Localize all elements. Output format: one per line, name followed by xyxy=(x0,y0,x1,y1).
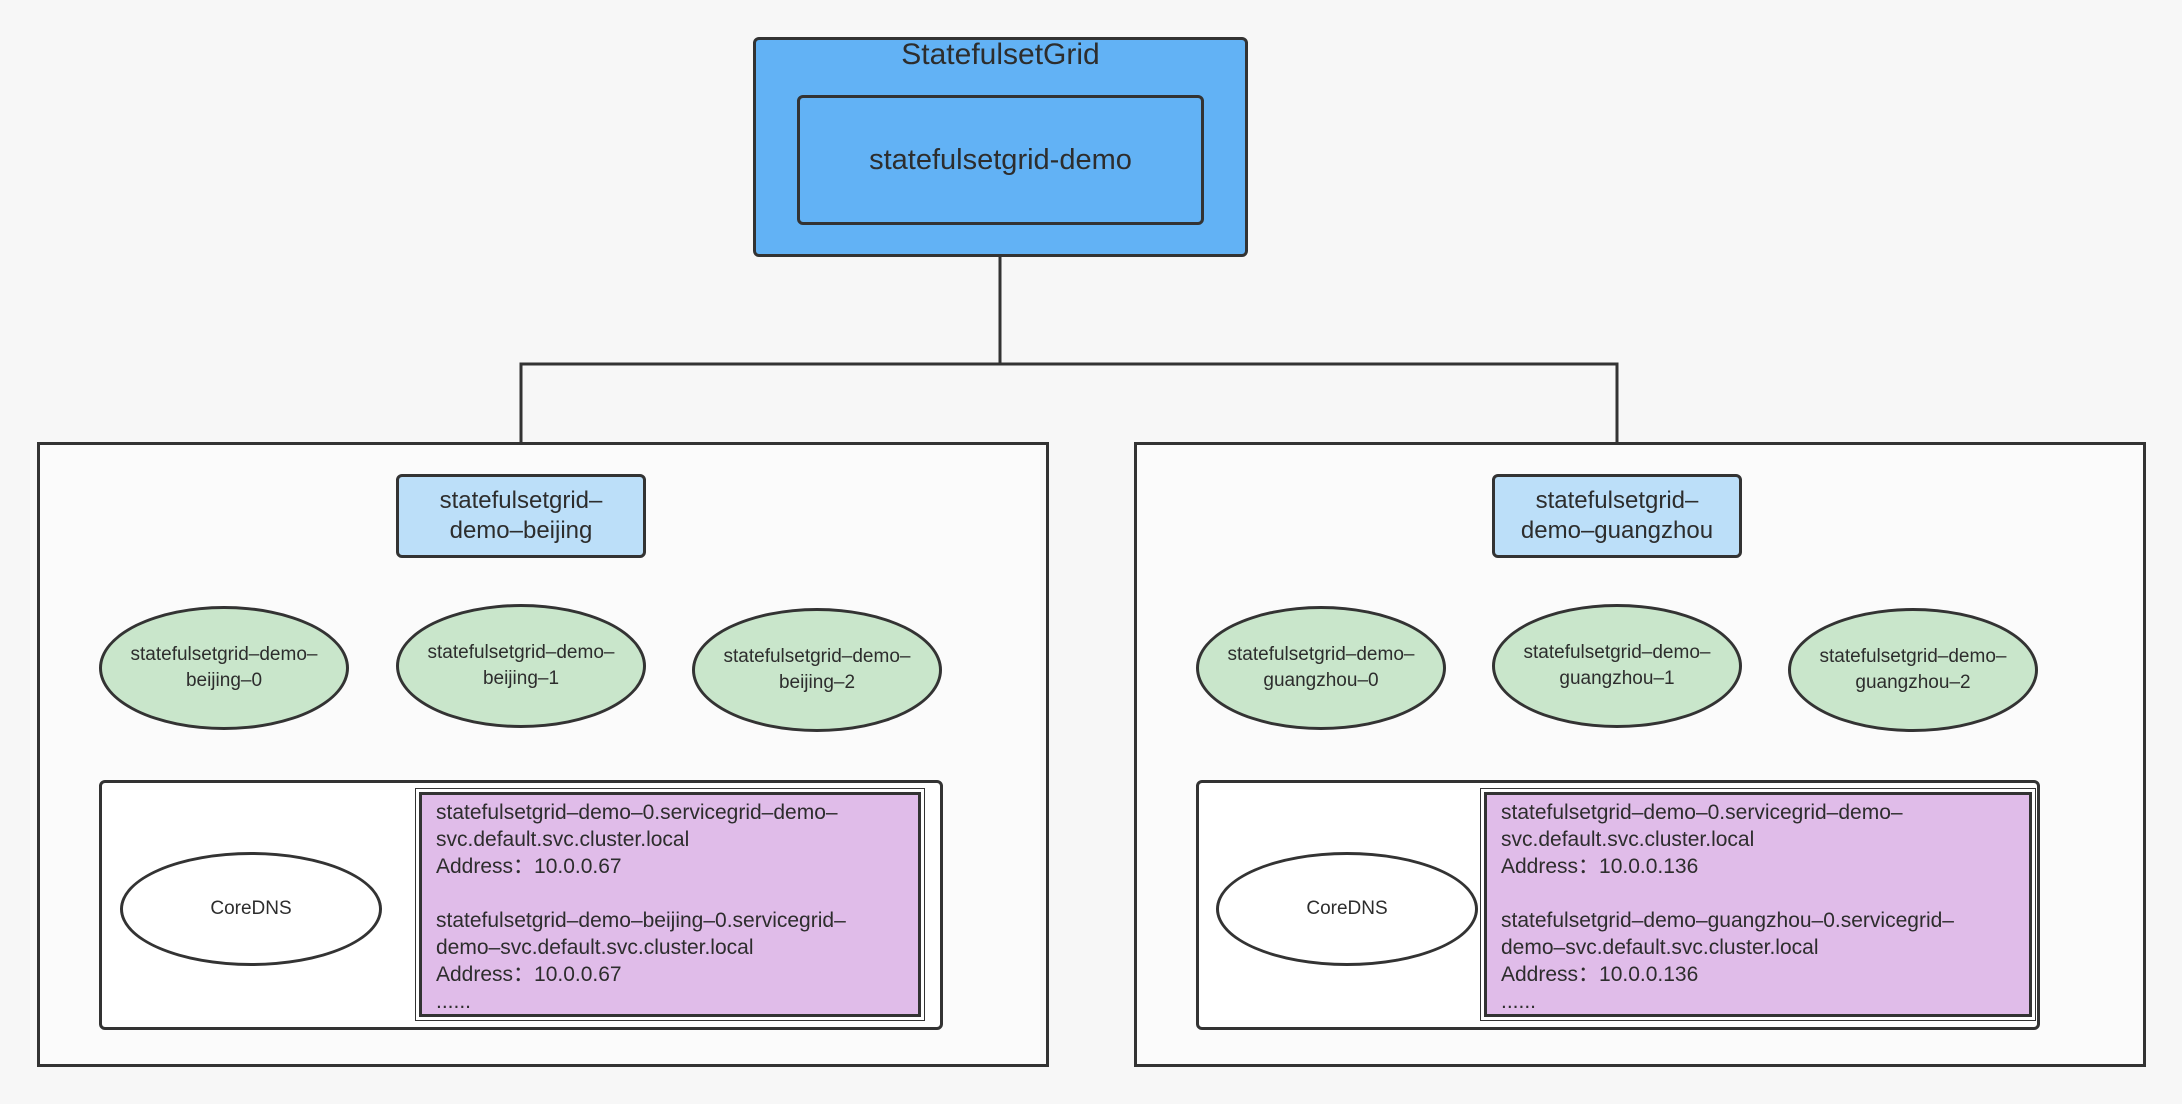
dns-record-line: Address：10.0.0.67 xyxy=(436,963,622,986)
dns-record-line: statefulsetgrid–demo–guangzhou–0.service… xyxy=(1501,909,1954,932)
statefulsetgrid-demo-label: statefulsetgrid-demo xyxy=(869,143,1132,176)
connector-sg-to-beijing xyxy=(516,257,1002,473)
coredns-label: CoreDNS xyxy=(210,898,292,919)
dns-record-spacer xyxy=(436,880,904,907)
dns-record-line: demo–svc.default.svc.cluster.local xyxy=(1501,936,1819,959)
pod-guangzhou-2[interactable]: statefulsetgrid–demo– guangzhou–2 xyxy=(1788,608,2038,732)
dns-record-line: svc.default.svc.cluster.local xyxy=(1501,828,1755,851)
dns-record-line: Address：10.0.0.136 xyxy=(1501,963,1699,986)
pod-beijing-2[interactable]: statefulsetgrid–demo– beijing–2 xyxy=(692,608,942,732)
dns-record-line: Address：10.0.0.136 xyxy=(1501,855,1699,878)
dns-record-line: svc.default.svc.cluster.local xyxy=(436,828,690,851)
grid-node-beijing[interactable]: statefulsetgrid– demo–beijing xyxy=(396,474,646,558)
coredns-label: CoreDNS xyxy=(1306,898,1388,919)
dns-record-line: demo–svc.default.svc.cluster.local xyxy=(436,936,754,959)
pod-guangzhou-0[interactable]: statefulsetgrid–demo– guangzhou–0 xyxy=(1196,606,1446,730)
coredns-guangzhou[interactable]: CoreDNS xyxy=(1216,852,1478,966)
dns-record-spacer xyxy=(1501,880,2015,907)
dns-record-line: statefulsetgrid–demo–0.servicegrid–demo– xyxy=(436,801,838,824)
grid-node-guangzhou[interactable]: statefulsetgrid– demo–guangzhou xyxy=(1492,474,1742,558)
dns-record-line: Address：10.0.0.67 xyxy=(436,855,622,878)
dns-record-line: statefulsetgrid–demo–beijing–0.servicegr… xyxy=(436,909,846,932)
dns-record-line: statefulsetgrid–demo–0.servicegrid–demo– xyxy=(1501,801,1903,824)
statefulsetgrid-node[interactable] xyxy=(753,37,1248,257)
dns-record-line: ...... xyxy=(436,990,472,1013)
dns-records-beijing: statefulsetgrid–demo–0.servicegrid–demo–… xyxy=(415,788,925,1021)
statefulsetgrid-title: StatefulsetGrid xyxy=(901,38,1100,71)
pod-beijing-1[interactable]: statefulsetgrid–demo– beijing–1 xyxy=(396,604,646,728)
statefulsetgrid-demo-node[interactable]: statefulsetgrid-demo xyxy=(797,95,1204,225)
coredns-beijing[interactable]: CoreDNS xyxy=(120,852,382,966)
pod-beijing-0[interactable]: statefulsetgrid–demo– beijing–0 xyxy=(99,606,349,730)
dns-records-guangzhou: statefulsetgrid–demo–0.servicegrid–demo–… xyxy=(1480,788,2036,1021)
pod-guangzhou-1[interactable]: statefulsetgrid–demo– guangzhou–1 xyxy=(1492,604,1742,728)
connector-sg-to-guangzhou xyxy=(1000,362,1622,473)
dns-record-line: ...... xyxy=(1501,990,1537,1013)
